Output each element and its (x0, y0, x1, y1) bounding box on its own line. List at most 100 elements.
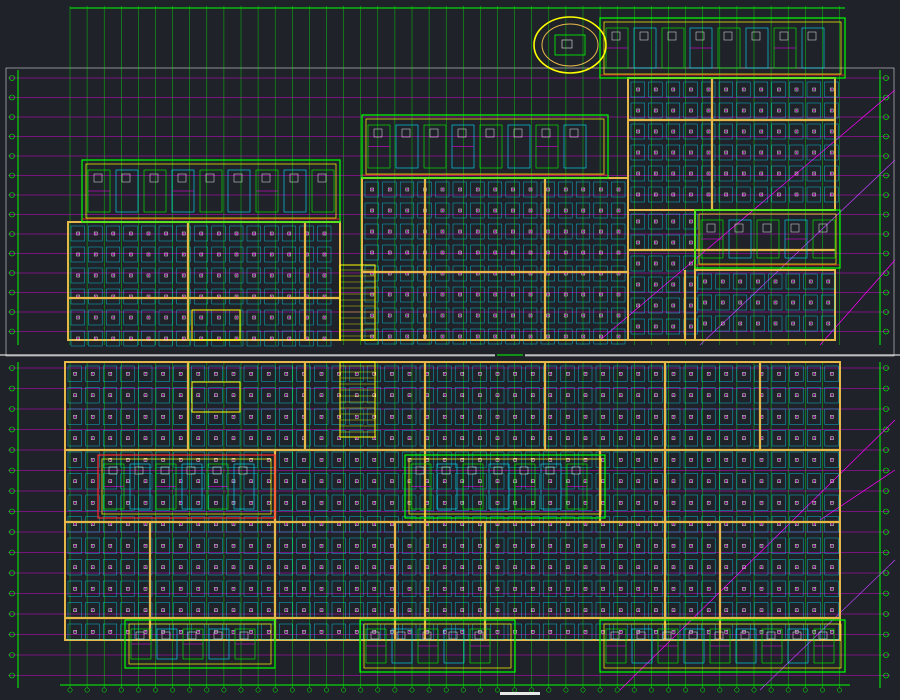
column-mark (829, 108, 834, 113)
axis-bubble (9, 365, 15, 371)
axis-bubble (409, 687, 415, 693)
parking-bay (578, 516, 593, 533)
column-mark (372, 415, 377, 419)
parking-bay (85, 537, 100, 554)
column-dot (584, 545, 587, 547)
column-mark (566, 501, 570, 505)
column-mark (601, 544, 605, 548)
column-mark (302, 501, 306, 505)
column-mark (563, 292, 568, 297)
column-dot (218, 337, 220, 340)
parking-bay (67, 451, 82, 468)
parking-bay (715, 273, 730, 290)
parking-bay (754, 537, 769, 554)
column-mark (284, 372, 289, 376)
column-mark (706, 415, 711, 419)
column-dot (306, 295, 308, 298)
parking-bay (470, 307, 485, 324)
column-dot (444, 566, 446, 568)
column-mark (706, 608, 711, 612)
column-dot (690, 88, 692, 91)
column-dot (373, 459, 375, 461)
column-dot (778, 459, 780, 461)
parking-bay (102, 473, 118, 490)
column-dot (672, 480, 675, 482)
column-mark (390, 501, 394, 505)
column-dot (637, 459, 639, 461)
parking-bay (120, 473, 135, 490)
column-mark (475, 229, 480, 234)
column-dot (147, 253, 150, 256)
column-mark (354, 479, 359, 483)
axis-bubble (563, 687, 569, 693)
room-fixture (818, 223, 828, 233)
column-mark (372, 372, 377, 376)
column-mark (636, 544, 641, 548)
column-mark (181, 273, 186, 278)
column-dot (479, 373, 481, 375)
column-mark (830, 415, 834, 419)
column-mark (442, 372, 447, 376)
column-mark (495, 587, 500, 591)
column-mark (111, 273, 116, 278)
column-mark (73, 587, 77, 591)
column-mark (791, 300, 795, 305)
column-mark (724, 150, 728, 155)
column-mark (322, 315, 327, 320)
parking-bay (331, 408, 346, 425)
parking-bay (611, 202, 626, 219)
column-dot (690, 502, 692, 504)
parking-bay (542, 537, 558, 554)
parking-bay (683, 213, 698, 230)
column-dot (704, 280, 706, 283)
column-mark (777, 458, 781, 462)
column-mark (794, 393, 799, 397)
column-dot (232, 459, 235, 461)
column-dot (200, 253, 202, 256)
column-mark (689, 372, 693, 376)
column-dot (549, 480, 551, 482)
column-dot (760, 193, 762, 196)
column-mark (513, 436, 517, 440)
axis-bubble (883, 309, 889, 315)
column-mark (671, 303, 676, 308)
column-mark (405, 187, 410, 192)
parking-bay (575, 286, 591, 303)
column-dot (268, 609, 270, 611)
column-mark (706, 171, 711, 176)
column-mark (478, 565, 482, 569)
parking-bay (611, 244, 626, 261)
column-mark (830, 587, 834, 591)
column-mark (407, 630, 412, 634)
parking-bay (648, 255, 663, 272)
column-mark (387, 208, 392, 213)
column-mark (636, 240, 640, 245)
parking-bay (824, 123, 839, 140)
column-dot (584, 394, 587, 396)
column-mark (478, 458, 482, 462)
parking-bay (67, 387, 82, 404)
axis-bubble (883, 153, 889, 159)
column-mark (689, 565, 693, 569)
parking-bay (806, 451, 822, 468)
column-dot (144, 545, 147, 547)
column-dot (512, 251, 514, 254)
parking-bay (364, 286, 379, 303)
parking-bay (490, 559, 505, 576)
parking-bay (123, 330, 138, 347)
column-dot (371, 314, 373, 317)
axis-bubble (883, 611, 889, 617)
parking-bay (701, 102, 716, 119)
column-dot (778, 151, 780, 154)
column-mark (495, 479, 500, 483)
axis-bubble (9, 467, 15, 474)
parking-bay (505, 286, 520, 303)
column-mark (407, 587, 412, 591)
column-dot (549, 502, 551, 504)
column-dot (655, 416, 657, 418)
column-dot (813, 172, 815, 175)
column-dot (620, 459, 622, 461)
column-dot (600, 251, 602, 254)
parking-bay (314, 451, 329, 468)
parking-bay (472, 559, 487, 576)
